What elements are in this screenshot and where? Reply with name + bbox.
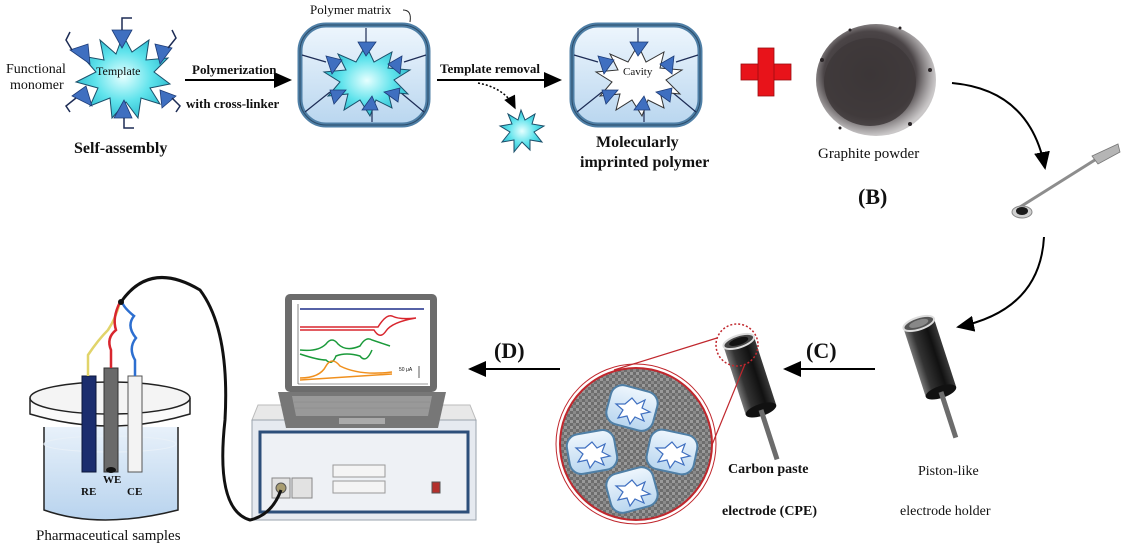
polymerization-label: Polymerization: [192, 62, 277, 77]
spatula-image: [1011, 143, 1121, 219]
re-label: RE: [81, 486, 97, 498]
cv-trace-green: [299, 338, 391, 363]
ce-label: CE: [127, 486, 143, 498]
functional-monomer-label-1: Functional: [6, 62, 66, 77]
working-electrode: [103, 367, 119, 473]
step-b-label: (B): [858, 184, 888, 209]
template-label: Template: [96, 64, 141, 78]
self-assembly-label: Self-assembly: [74, 140, 168, 157]
pharmaceutical-samples-label: Pharmaceutical samples: [36, 528, 181, 544]
curved-arrow-to-spatula: [951, 82, 1050, 170]
reference-electrode: [81, 375, 97, 473]
removed-template-path: [477, 82, 516, 110]
cavity-label: Cavity: [623, 66, 653, 78]
cross-linker-label: with cross-linker: [186, 96, 280, 111]
plus-icon: [740, 47, 792, 97]
holder-label-1: Piston-like: [918, 464, 979, 479]
cv-voltammogram: [297, 304, 428, 385]
potentiostat-device: [251, 404, 477, 521]
removed-template: [498, 108, 546, 154]
cv-trace-red: [300, 314, 417, 336]
zoom-line-top: [613, 337, 718, 371]
template-removal-label: Template removal: [440, 61, 541, 76]
curved-arrow-to-holder: [956, 236, 1045, 332]
mip-label-1: Molecularly: [596, 134, 679, 151]
cv-trace-orange: [299, 360, 393, 381]
graphite-powder-label: Graphite powder: [818, 146, 920, 162]
electrochemical-cell: [29, 299, 191, 521]
carbon-paste-electrode-image: [722, 332, 780, 461]
we-label: WE: [103, 474, 122, 486]
template-complex: [64, 17, 181, 129]
monomer-arrowheads: [69, 29, 177, 119]
zoom-origin-circle: [715, 323, 759, 367]
counter-electrode: [127, 375, 143, 473]
functional-monomer-label-2: monomer: [10, 78, 64, 93]
magnified-cpe-surface: [555, 363, 717, 525]
scale-label: 50 μA: [399, 367, 413, 373]
mip-cavity-block: [569, 22, 703, 128]
polymer-matrix: [297, 22, 431, 128]
step-d-label: (D): [494, 338, 525, 363]
power-switch: [431, 481, 441, 494]
mip-label-2: imprinted polymer: [580, 154, 710, 171]
holder-label-2: electrode holder: [900, 504, 991, 519]
electrode-holder-image: [902, 314, 959, 439]
cpe-label-2: electrode (CPE): [722, 504, 817, 519]
polymer-matrix-label: Polymer matrix: [310, 2, 392, 17]
graphite-powder-image: [816, 24, 936, 136]
polymer-matrix-leader: [402, 9, 411, 23]
cell-cable: [119, 276, 283, 522]
cpe-label-1: Carbon paste: [728, 462, 809, 477]
step-c-label: (C): [806, 338, 837, 363]
laptop: [278, 294, 446, 428]
